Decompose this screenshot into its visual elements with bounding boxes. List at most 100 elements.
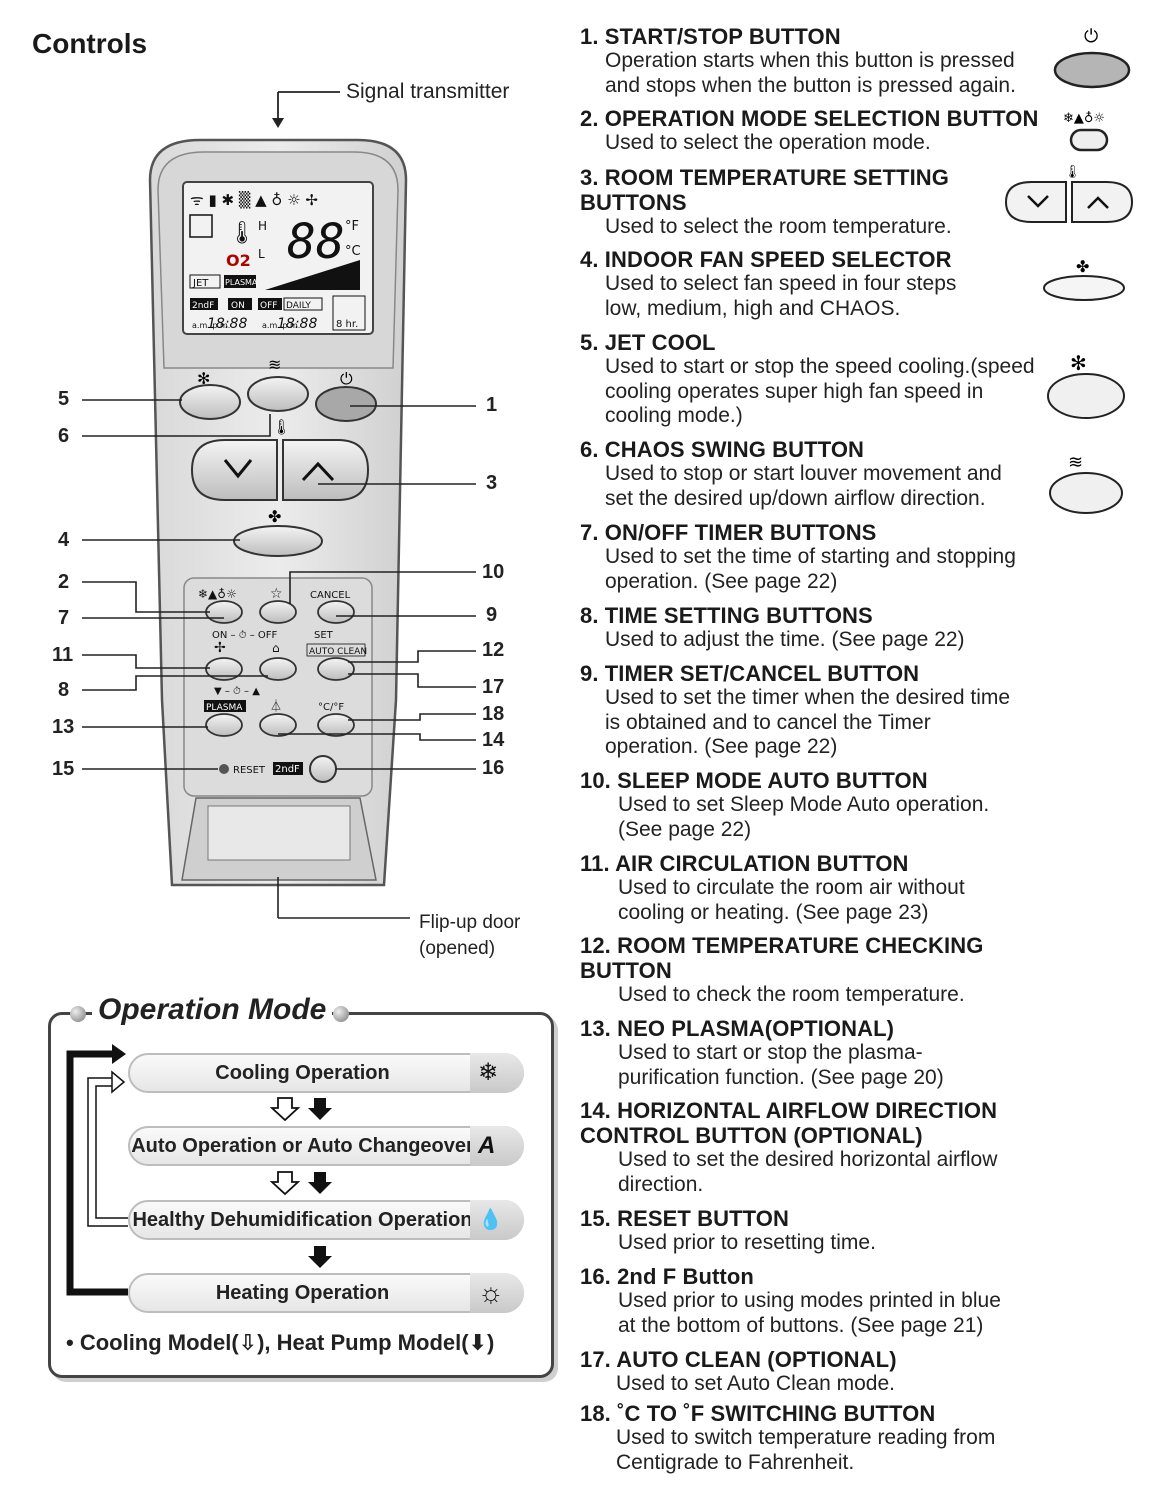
page-title: Controls (32, 28, 148, 59)
mode-auto: Auto Operation or Auto Changeover A (128, 1126, 524, 1166)
item-auto-clean: 17. AUTO CLEAN (OPTIONAL)Used to set Aut… (580, 1347, 897, 1395)
svg-text:⌂: ⌂ (272, 641, 280, 655)
celsius-fahrenheit-button[interactable] (317, 713, 355, 737)
svg-text:OFF: OFF (260, 301, 277, 311)
fan-icon-group: ✤ (1043, 257, 1125, 301)
svg-text:18:88: 18:88 (207, 316, 247, 332)
signal-arrow (272, 91, 340, 128)
svg-text:✢: ✢ (214, 640, 226, 656)
svg-text:CANCEL: CANCEL (310, 590, 351, 601)
mode-icon-button (1069, 128, 1109, 152)
svg-text:ON: ON (231, 301, 245, 311)
svg-text:SET: SET (314, 630, 334, 641)
svg-text:L: L (258, 247, 265, 261)
svg-text:2ndF: 2ndF (275, 764, 300, 775)
svg-text:8 hr.: 8 hr. (336, 319, 358, 330)
horizontal-airflow-button[interactable] (259, 713, 297, 737)
auto-a-icon: A (478, 1132, 496, 1159)
callout-9: 9 (486, 604, 498, 626)
svg-text:JET: JET (192, 278, 209, 289)
callout-6: 6 (58, 425, 70, 447)
plasma-button[interactable] (205, 713, 243, 737)
power-icon: ⏻ (340, 371, 353, 388)
title-bullet-left (70, 1006, 86, 1022)
mode-cooling: Cooling Operation ❄ (128, 1053, 524, 1093)
mode-icon-group: ❄▲♁☼ (1063, 111, 1109, 152)
jet-icon-group: ✻ (1047, 351, 1125, 419)
svg-text:18:88: 18:88 (277, 316, 317, 332)
jet-cool-button[interactable] (179, 384, 241, 420)
title-bullet-right (333, 1006, 349, 1022)
item-neo-plasma: 13. NEO PLASMA(OPTIONAL)Used to start or… (580, 1016, 944, 1089)
svg-text:🌡: 🌡 (228, 221, 256, 246)
mode-heating: Heating Operation ☼ (128, 1273, 524, 1313)
thermometer-icon: 🌡 (272, 419, 291, 436)
start-stop-button[interactable] (315, 386, 377, 422)
sleep-button[interactable] (259, 600, 297, 624)
callout-3: 3 (486, 472, 498, 494)
svg-text:▼ – ⏱ – ▲: ▼ – ⏱ – ▲ (214, 686, 260, 697)
svg-text:2ndF: 2ndF (192, 301, 214, 311)
timer-cancel-button[interactable] (317, 600, 355, 624)
flip-up-door-label-sub: (opened) (419, 938, 496, 959)
mode-symbols-icon: ❄▲♁☼ (1063, 111, 1105, 126)
callout-7: 7 (58, 607, 70, 629)
svg-text:☆: ☆ (270, 586, 283, 602)
room-temp-check-button[interactable] (259, 657, 297, 681)
callout-11: 11 (52, 644, 74, 666)
fan-icon: ✤ (1076, 257, 1089, 276)
start-stop-icon-group: ⏻ (1053, 26, 1131, 89)
callout-2: 2 (58, 571, 70, 593)
svg-text:°C: °C (345, 244, 361, 259)
chaos-swing-icon: ≋ (268, 357, 281, 374)
callout-1: 1 (486, 394, 498, 416)
svg-text:°C/°F: °C/°F (318, 702, 344, 713)
sun-icon: ☼ (478, 1277, 504, 1308)
jet-icon: ✻ (197, 371, 210, 388)
chaos-swing-icon: ≋ (1068, 452, 1083, 473)
fan-icon-button (1043, 275, 1125, 301)
svg-text:88: 88 (287, 214, 345, 270)
callout-13: 13 (52, 716, 75, 738)
callout-14: 14 (482, 729, 505, 751)
lower-button-panel (183, 577, 373, 797)
thermometer-icon: 🌡 (1064, 164, 1081, 180)
reset-button[interactable] (219, 764, 229, 774)
droplet-icon: 💧 (478, 1209, 503, 1231)
chaos-icon-button (1049, 472, 1123, 514)
operation-mode-title: Operation Mode (92, 993, 333, 1027)
svg-text:AUTO CLEAN: AUTO CLEAN (309, 647, 367, 657)
callout-15: 15 (52, 758, 75, 780)
lcd-screen (182, 181, 374, 335)
callout-10: 10 (482, 561, 505, 583)
jet-cool-icon: ✻ (1070, 351, 1087, 375)
callout-17: 17 (482, 676, 505, 698)
operation-flow-arrows (66, 1044, 332, 1296)
jet-icon-button (1047, 373, 1125, 419)
svg-text:a.m. p.m.: a.m. p.m. (192, 321, 230, 330)
chaos-swing-button[interactable] (247, 376, 309, 412)
fan-speed-button[interactable] (233, 525, 323, 557)
svg-text:PLASMA: PLASMA (206, 703, 243, 713)
svg-text:RESET: RESET (233, 765, 266, 776)
down-arrows (269, 1097, 332, 1268)
svg-text:PLASMA: PLASMA (225, 278, 258, 287)
svg-text:⏃: ⏃ (270, 698, 282, 713)
svg-text:DAILY: DAILY (286, 301, 311, 311)
air-circulation-button[interactable] (205, 657, 243, 681)
lcd-icons: ᯤ ▮ ✱ ▒ ▲ ♁ ☼ ✢ 🌡 H L 88 °F °C O2 JET PL… (189, 191, 366, 332)
mode-dehumidification: Healthy Dehumidification Operation 💧 (128, 1200, 524, 1240)
auto-clean-button[interactable] (317, 657, 355, 681)
